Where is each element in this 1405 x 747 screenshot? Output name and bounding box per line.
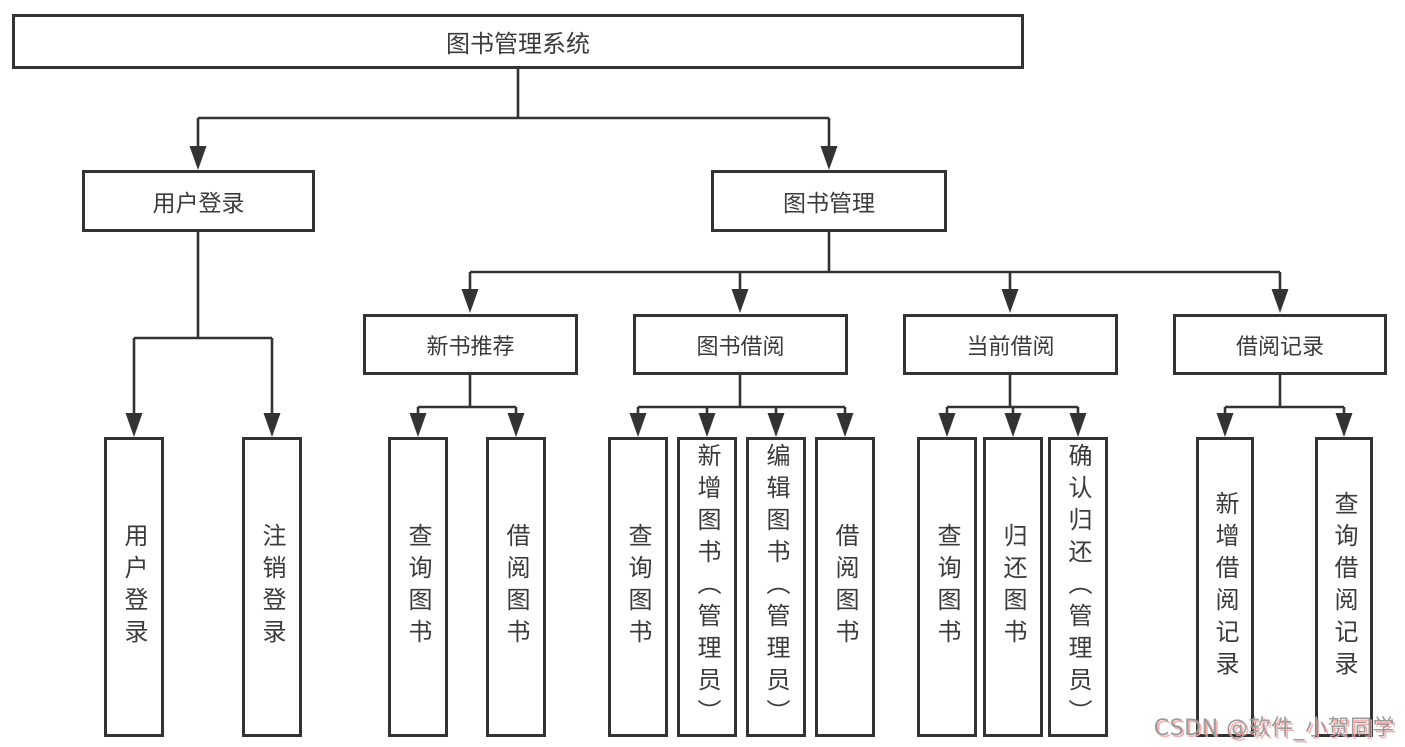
leaf-add-books-admin-label: 新增图书（管理员） [693, 443, 721, 731]
connector-new-book [416, 375, 518, 415]
arrowhead-icon [731, 289, 749, 313]
leaf-confirm-return-admin-label: 确认归还（管理员） [1064, 443, 1092, 731]
arrowhead-icon [461, 289, 479, 313]
arrowhead-icon [836, 413, 854, 437]
leaf-logout-label: 注销登录 [258, 523, 286, 651]
leaf-newbook-borrow-books-label: 借阅图书 [502, 523, 530, 651]
leaf-borrow-books: 借阅图书 [815, 437, 875, 737]
node-borrowing-records: 借阅记录 [1173, 314, 1387, 375]
leaf-user-login: 用户登录 [104, 437, 164, 737]
leaf-logout: 注销登录 [242, 437, 302, 737]
leaf-user-login-label: 用户登录 [120, 523, 148, 651]
leaf-newbook-search-books-label: 查询图书 [404, 523, 432, 651]
node-book-management-label: 图书管理 [783, 191, 875, 217]
node-book-borrowing: 图书借阅 [633, 314, 848, 375]
connector-root [196, 69, 831, 148]
leaf-newbook-search-books: 查询图书 [388, 437, 448, 737]
node-root-label: 图书管理系统 [446, 30, 590, 58]
arrowhead-icon [629, 413, 647, 437]
leaf-search-borrow-record-label: 查询借阅记录 [1330, 491, 1358, 683]
arrowhead-icon [767, 413, 785, 437]
leaf-confirm-return-admin: 确认归还（管理员） [1048, 437, 1108, 737]
arrowhead-icon [1069, 413, 1087, 437]
node-new-book-recommendation: 新书推荐 [363, 314, 578, 375]
arrowhead-icon [507, 413, 525, 437]
arrowhead-icon [1001, 289, 1019, 313]
arrowhead-icon [938, 413, 956, 437]
leaf-search-borrow-record: 查询借阅记录 [1315, 437, 1373, 737]
leaf-borrow-search-books-label: 查询图书 [624, 523, 652, 651]
node-root: 图书管理系统 [12, 14, 1024, 69]
leaf-add-borrow-record-label: 新增借阅记录 [1211, 491, 1239, 683]
node-user-login: 用户登录 [82, 170, 315, 232]
leaf-newbook-borrow-books: 借阅图书 [486, 437, 546, 737]
connector-current-borrow [945, 375, 1080, 415]
leaf-borrow-search-books: 查询图书 [608, 437, 668, 737]
leaf-return-books: 归还图书 [983, 437, 1043, 737]
arrowhead-icon [820, 146, 838, 170]
arrowhead-icon [1216, 413, 1234, 437]
node-borrowing-records-label: 借阅记录 [1235, 334, 1324, 360]
arrowhead-icon [1004, 413, 1022, 437]
arrowhead-icon [263, 413, 281, 437]
connector-book-management [468, 232, 1282, 291]
arrowhead-icon [125, 413, 143, 437]
node-current-borrowing-label: 当前借阅 [966, 334, 1055, 360]
connector-book-borrow [636, 375, 847, 415]
arrowhead-icon [409, 413, 427, 437]
arrowhead-icon [189, 146, 207, 170]
leaf-add-borrow-record: 新增借阅记录 [1196, 437, 1254, 737]
node-user-login-label: 用户登录 [152, 191, 245, 217]
leaf-edit-books-admin: 编辑图书（管理员） [746, 437, 806, 737]
leaf-borrow-books-label: 借阅图书 [831, 523, 859, 651]
leaf-edit-books-admin-label: 编辑图书（管理员） [762, 443, 790, 731]
leaf-current-search-books: 查询图书 [917, 437, 977, 737]
connector-borrow-records [1223, 375, 1346, 415]
arrowhead-icon [698, 413, 716, 437]
node-new-book-label: 新书推荐 [426, 334, 515, 360]
leaf-return-books-label: 归还图书 [999, 523, 1027, 651]
node-current-borrowing: 当前借阅 [903, 314, 1118, 375]
node-book-management: 图书管理 [711, 170, 947, 232]
connector-user-login [132, 232, 274, 415]
csdn-watermark: CSDN @软件_小贺同学 [1153, 716, 1395, 741]
leaf-current-search-books-label: 查询图书 [933, 523, 961, 651]
leaf-add-books-admin: 新增图书（管理员） [677, 437, 737, 737]
arrowhead-icon [1271, 289, 1289, 313]
arrowhead-icon [1335, 413, 1353, 437]
node-book-borrowing-label: 图书借阅 [696, 334, 785, 360]
